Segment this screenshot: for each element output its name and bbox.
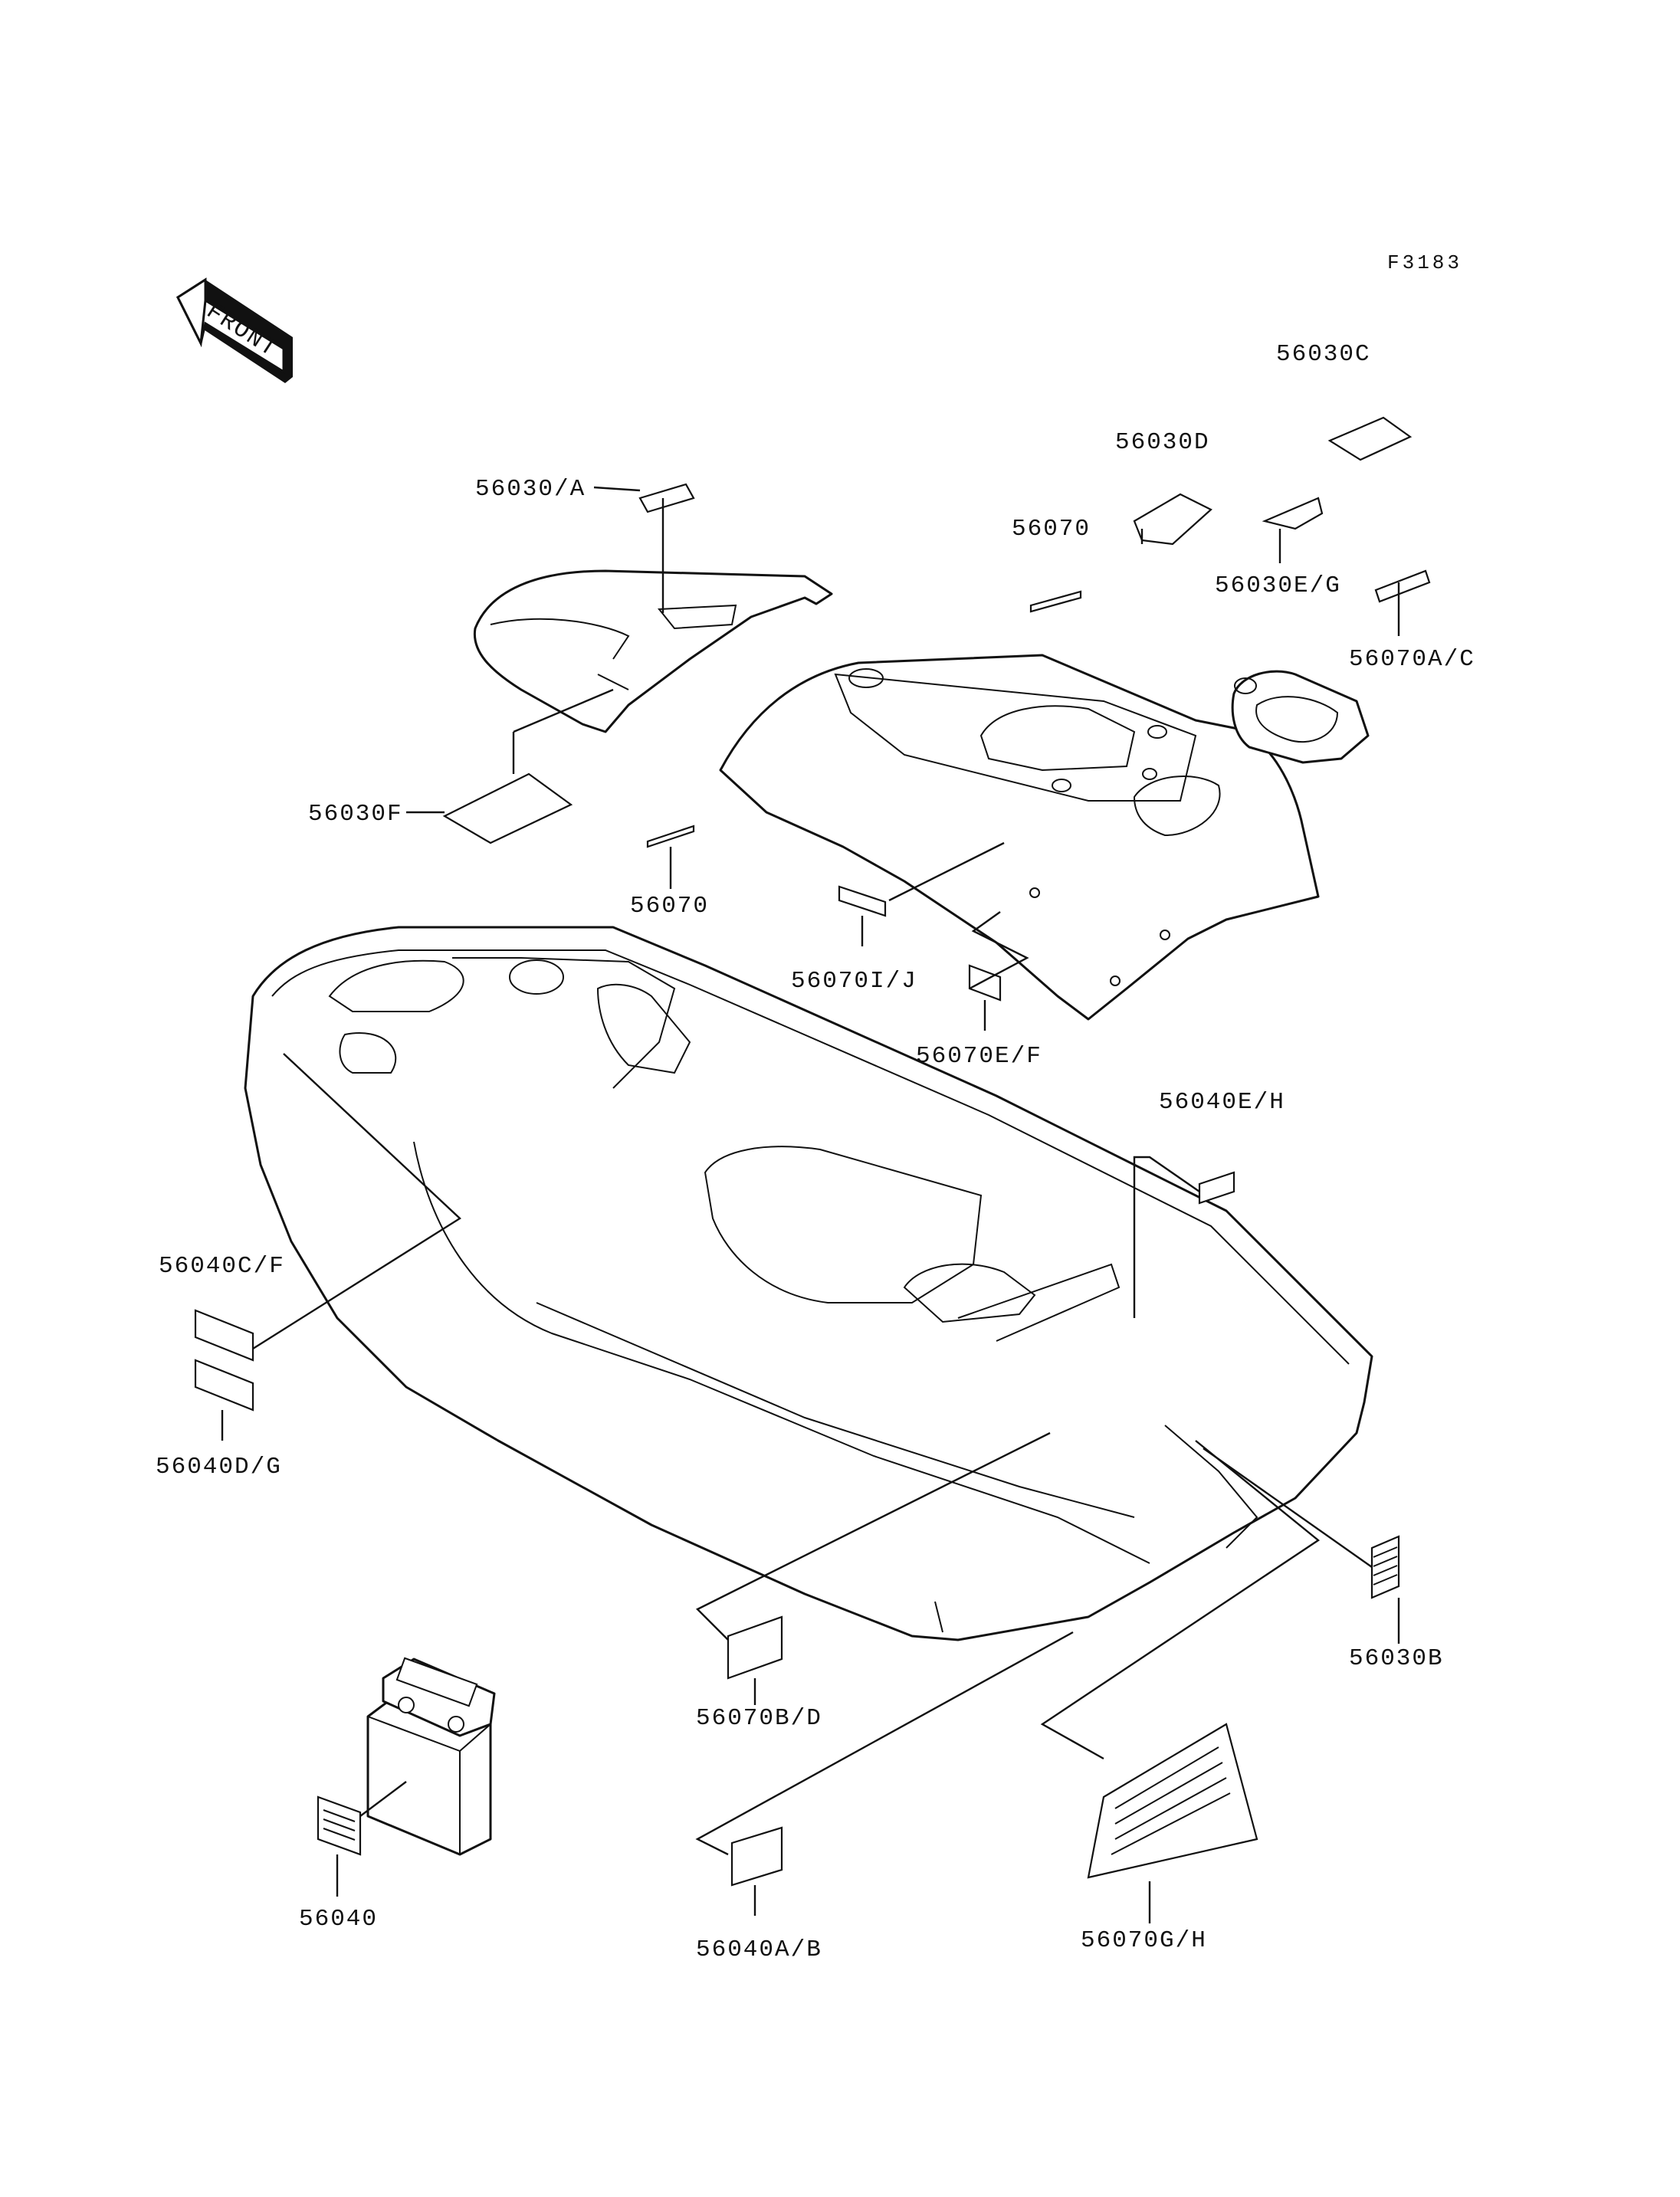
callout-labels: 56030/A 56030C 56030D 56070 56030E/G 560… [156,341,1475,1963]
hull-part [244,926,1373,1641]
decal-56030b [1370,1535,1400,1599]
callout-56070ij: 56070I/J [791,968,917,995]
callout-56030d: 56030D [1115,429,1210,456]
callout-56040cf: 56040C/F [159,1253,285,1280]
decal-56070-mid [646,825,695,848]
decal-56040 [317,1795,362,1856]
callout-56070-mid: 56070 [630,893,709,920]
decal-56070ef [968,964,1002,1002]
decal-56040eh [1198,1171,1235,1205]
decal-shapes [194,416,1431,1887]
decal-56040ab [730,1826,783,1887]
callout-56040eh: 56040E/H [1159,1089,1285,1116]
decal-56070bd [727,1615,783,1680]
decal-56070ac [1374,569,1431,603]
callout-56070ac: 56070A/C [1349,646,1475,673]
decal-56040dg [194,1359,254,1412]
callout-56030c: 56030C [1276,341,1371,368]
callout-56070ef: 56070E/F [916,1043,1042,1070]
leader-lines [221,486,1400,1923]
front-arrow-icon: FRONT [176,277,293,383]
callout-56070bd: 56070B/D [696,1705,822,1732]
decal-56030eg [1262,497,1324,530]
decal-56030a [638,483,695,513]
hood-part [719,654,1320,1021]
decal-56070gh [1087,1723,1258,1879]
decal-56030c [1327,416,1413,461]
callout-56030a: 56030/A [475,476,586,503]
decal-56030f [442,772,573,844]
callout-56070-top: 56070 [1012,516,1091,543]
figure-code: F3183 [1387,251,1462,274]
decal-56040cf [194,1309,254,1362]
decal-56070-top [1029,590,1082,613]
meter-cover-part [1231,670,1370,764]
callout-56040ab: 56040A/B [696,1936,822,1963]
callout-56040dg: 56040D/G [156,1454,282,1481]
decal-56070ij [838,885,887,917]
decal-56030d [1133,493,1212,546]
callout-56070gh: 56070G/H [1081,1927,1207,1954]
callout-56030b: 56030B [1349,1645,1444,1672]
callout-56030f: 56030F [308,801,403,828]
callout-56040: 56040 [299,1906,378,1933]
callout-56030eg: 56030E/G [1215,572,1341,599]
seat-part [473,569,833,733]
battery-part [366,1657,496,1856]
